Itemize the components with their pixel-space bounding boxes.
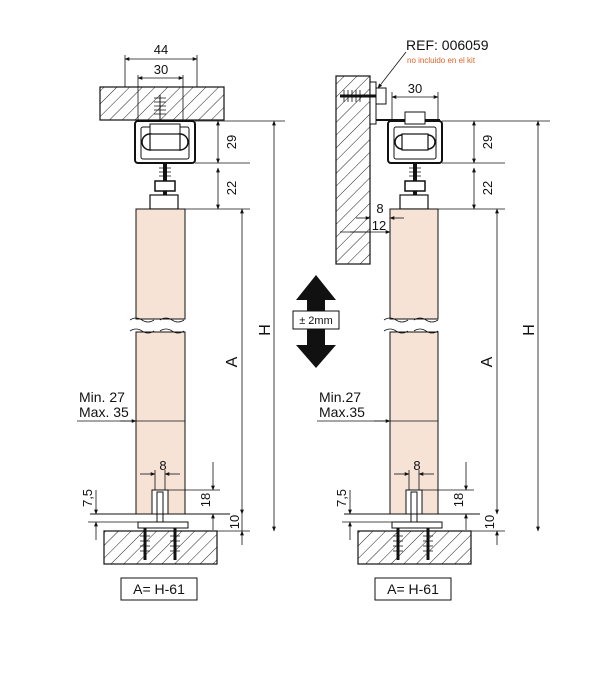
max-thickness: Max. 35: [79, 404, 129, 420]
dim-44: 44: [124, 42, 198, 87]
dim-H-right-label: H: [521, 324, 538, 336]
dim-8-12-right: 8 12: [340, 201, 404, 236]
dim-thickness-right: Min.27 Max.35: [317, 389, 438, 423]
floor-screws-right: [393, 528, 433, 560]
door-break: [129, 317, 185, 334]
ceiling-screw: [154, 95, 166, 120]
dim-8-label: 8: [159, 458, 166, 473]
dim-H-right: H: [521, 120, 540, 532]
hanger-bolt: [149, 163, 179, 210]
rail-profile: [134, 120, 196, 164]
dim-12-label: 12: [372, 218, 386, 233]
dim-22-right: 22: [472, 167, 495, 210]
dim-30-right-label: 30: [408, 81, 422, 96]
dim-18: 18: [168, 462, 220, 530]
dim-29: 29: [216, 120, 239, 164]
dim-7-5-label: 7,5: [80, 489, 95, 507]
wall-block: [335, 75, 371, 265]
formula-left: A= H-61: [133, 581, 185, 597]
door-panel-lower-right: [389, 331, 439, 515]
dim-8-right-label: 8: [413, 458, 420, 473]
dim-30: 30: [137, 62, 184, 121]
ref-note: no incluido en el kit: [407, 56, 476, 65]
rail-profile-right: [387, 111, 443, 164]
ceiling-block: [99, 86, 225, 121]
dim-10-right-label: 10: [482, 515, 497, 529]
left-assembly: 44 30 29 22 H A: [77, 42, 285, 601]
floor-block: [103, 530, 218, 565]
dim-8-right: 8: [394, 458, 434, 490]
dim-44-label: 44: [154, 42, 168, 57]
dim-18-label: 18: [198, 493, 213, 507]
dim-H-label: H: [257, 324, 274, 336]
max-thickness-right: Max.35: [319, 404, 365, 420]
min-thickness-right: Min.27: [319, 389, 361, 405]
dim-7-5: 7,5: [80, 489, 138, 540]
door-panel-lower: [135, 331, 186, 515]
dim-18-right: 18: [422, 462, 474, 530]
dim-7-5-right-label: 7,5: [334, 489, 349, 507]
right-assembly: REF: 006059 no incluido en el kit 30 29 …: [317, 37, 550, 601]
door-panel-upper-right: [389, 208, 439, 320]
dim-10: 10: [217, 514, 250, 545]
dim-8: 8: [140, 458, 180, 490]
door-break-right: [383, 317, 439, 334]
dim-22-label: 22: [224, 181, 239, 195]
dim-29-right-label: 29: [480, 135, 495, 149]
formula-right: A= H-61: [387, 581, 439, 597]
dim-22: 22: [216, 167, 239, 210]
adjust-label: ± 2mm: [299, 315, 333, 327]
floor-guide: [90, 491, 230, 529]
floor-block-right: [357, 530, 472, 565]
dim-8top-label: 8: [376, 201, 383, 216]
min-thickness: Min. 27: [79, 389, 125, 405]
dim-10-right: 10: [471, 515, 505, 545]
ref-callout: REF: 006059 no incluido en el kit: [377, 37, 489, 89]
dim-A-right: A: [479, 208, 499, 515]
dim-29-label: 29: [224, 135, 239, 149]
dim-30-right: 30: [391, 81, 439, 121]
hanger-bolt-right: [399, 163, 429, 210]
dim-H: H: [257, 120, 276, 532]
dim-30-label: 30: [154, 62, 168, 77]
dim-A-right-label: A: [479, 356, 496, 367]
dim-18-right-label: 18: [451, 493, 466, 507]
dim-22-right-label: 22: [480, 181, 495, 195]
height-adjust-indicator: ± 2mm: [292, 275, 340, 368]
floor-screws: [140, 528, 180, 560]
formula-box-right: A= H-61: [374, 577, 452, 601]
dim-A: A: [224, 208, 244, 515]
dim-10-label: 10: [227, 515, 242, 529]
dim-7-5-right: 7,5: [334, 489, 392, 540]
dim-A-label: A: [224, 356, 241, 367]
formula-box-left: A= H-61: [120, 577, 198, 601]
dim-thickness: Min. 27 Max. 35: [77, 389, 185, 423]
ref-label: REF: 006059: [406, 37, 489, 53]
dim-29-right: 29: [472, 120, 495, 164]
floor-guide-right: [344, 491, 480, 529]
door-panel-upper: [135, 208, 186, 320]
